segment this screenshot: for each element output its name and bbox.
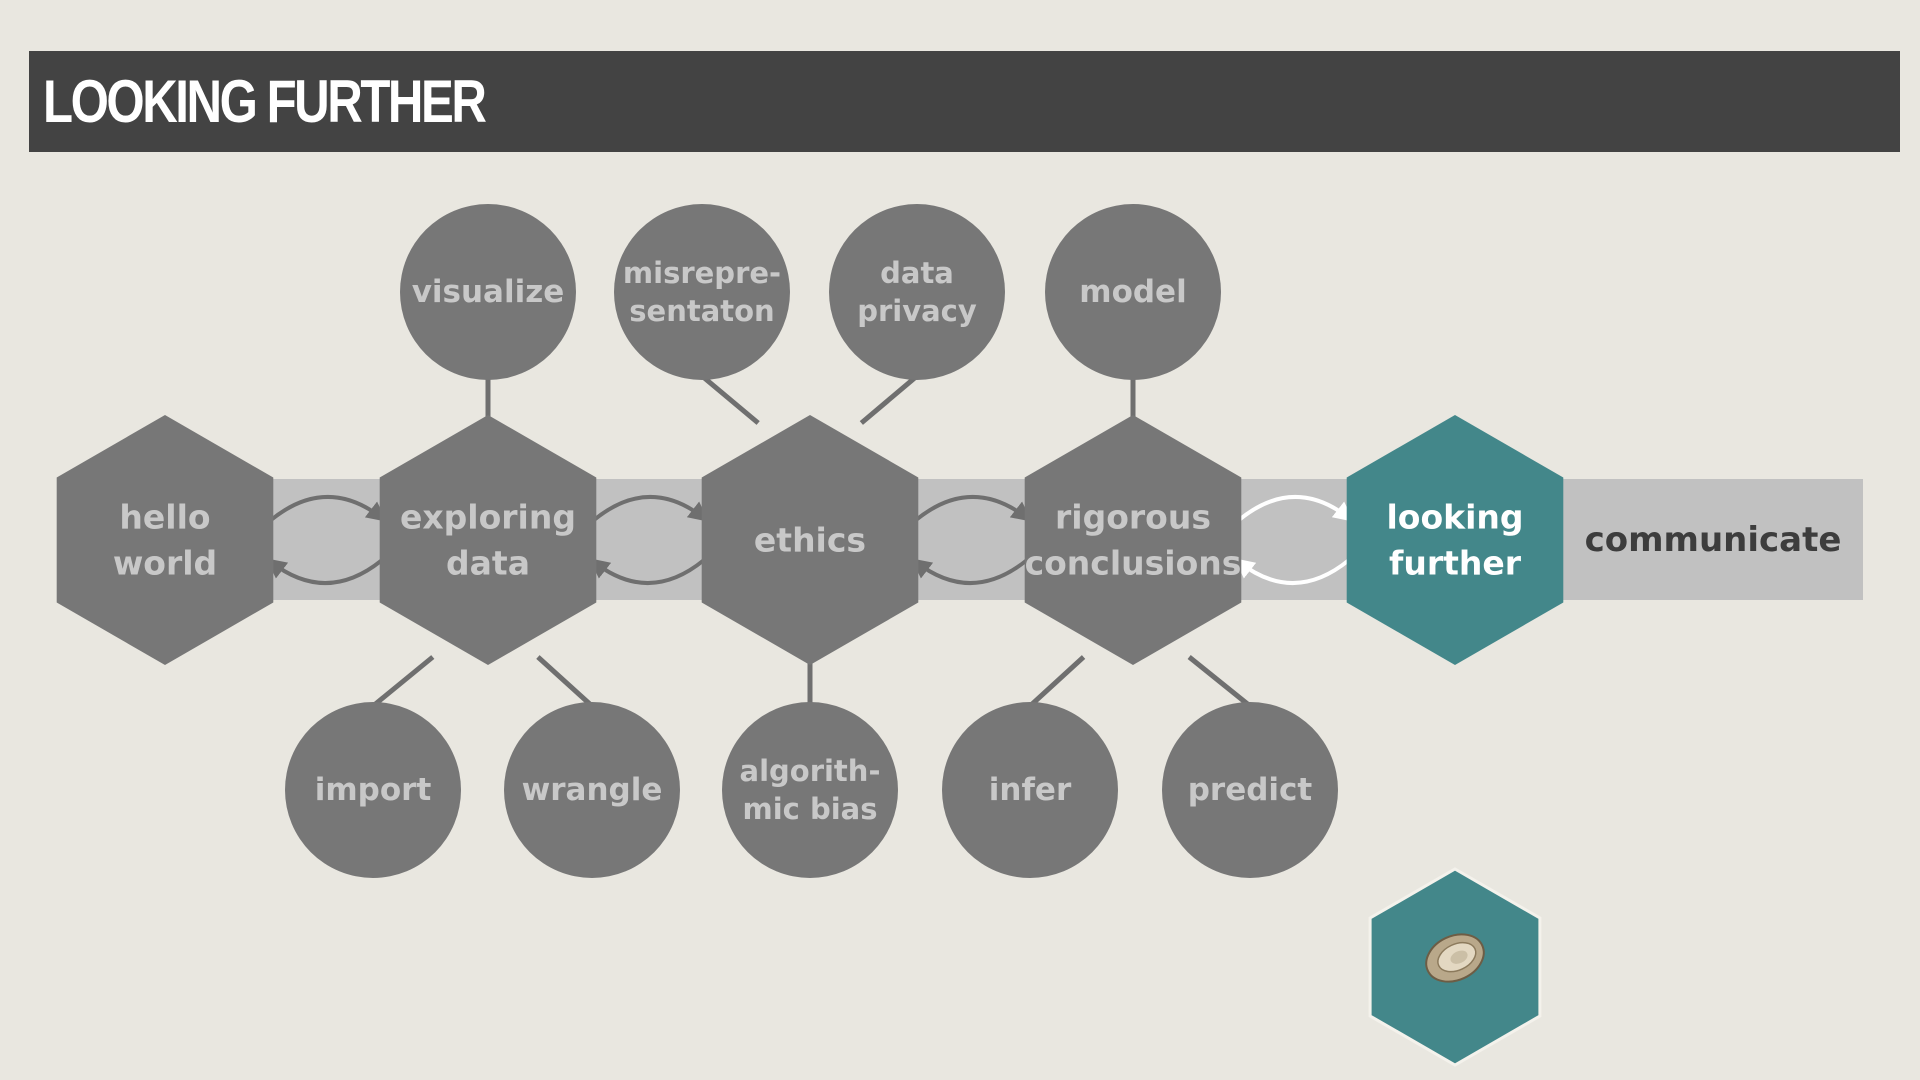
topic-label-algorithmic-bias-line: algorith- xyxy=(740,754,881,788)
cycle-arrow-back xyxy=(266,558,384,585)
title-bar: LOOKING FURTHER xyxy=(29,51,1900,152)
topic-label-data-privacy-line: privacy xyxy=(857,294,977,328)
topic-circle-algorithmic-bias xyxy=(722,702,898,878)
page-title: LOOKING FURTHER xyxy=(43,68,487,135)
topic-label-predict-line: predict xyxy=(1188,772,1313,808)
topic-label-algorithmic-bias-line: mic bias xyxy=(743,792,878,826)
topic-circle-infer xyxy=(942,702,1118,878)
hex-node-hello-world xyxy=(56,415,274,665)
topic-circle-misrepresentation xyxy=(614,204,790,380)
logo xyxy=(1368,867,1542,1067)
hex-label-hello-world-line: hello xyxy=(119,498,210,537)
connector-infer xyxy=(1028,655,1086,708)
hex-label-hello-world-line: world xyxy=(113,544,217,583)
cycle-arrow-forward xyxy=(592,495,709,522)
hex-label-looking-further-line: looking xyxy=(1386,498,1523,537)
cycle-arrow-forward xyxy=(914,495,1032,522)
hex-node-ethics xyxy=(701,415,919,665)
topic-label-import-line: import xyxy=(315,772,432,808)
topic-circle-model xyxy=(1045,204,1221,380)
topic-label-misrepresentation-line: sentaton xyxy=(629,294,774,328)
cycle-arrow-forward xyxy=(269,495,387,522)
topic-label-misrepresentation-line: misrepre- xyxy=(623,256,781,290)
topic-circle-import xyxy=(285,702,461,878)
cycle-arrow-back xyxy=(589,558,706,585)
cycle-arrow-back xyxy=(1234,558,1351,585)
hex-node-looking-further xyxy=(1346,415,1564,665)
hex-label-ethics-line: ethics xyxy=(754,521,866,560)
topic-label-data-privacy-line: data xyxy=(880,256,954,290)
upcoming-label-communicate: communicate xyxy=(1585,520,1842,560)
topic-label-infer-line: infer xyxy=(989,772,1072,808)
topic-circle-data-privacy xyxy=(829,204,1005,380)
hex-node-exploring-data xyxy=(379,415,597,665)
topic-label-visualize-line: visualize xyxy=(412,274,565,310)
connector-import xyxy=(371,655,435,708)
hex-label-looking-further-line: further xyxy=(1389,544,1522,583)
cycle-arrow-forward xyxy=(1237,495,1354,522)
topic-label-wrangle-line: wrangle xyxy=(522,772,663,808)
topic-circle-predict xyxy=(1162,702,1338,878)
connector-misrepresentation xyxy=(700,374,760,425)
connector-data-privacy xyxy=(859,374,919,425)
topic-connectors xyxy=(371,374,1252,708)
hex-label-rigorous-conclusions-line: rigorous xyxy=(1055,498,1211,537)
hex-label-exploring-data-line: data xyxy=(446,544,530,583)
topic-circle-visualize xyxy=(400,204,576,380)
oyster-icon xyxy=(1425,933,1485,983)
hex-label-exploring-data-line: exploring xyxy=(400,498,576,537)
hex-label-rigorous-conclusions-line: conclusions xyxy=(1025,544,1242,583)
topic-label-model-line: model xyxy=(1079,274,1186,310)
cycle-arrow-back xyxy=(911,558,1029,585)
hex-node-rigorous-conclusions xyxy=(1024,415,1242,665)
connector-predict xyxy=(1187,655,1252,708)
connector-wrangle xyxy=(536,655,594,708)
topic-circle-wrangle xyxy=(504,702,680,878)
